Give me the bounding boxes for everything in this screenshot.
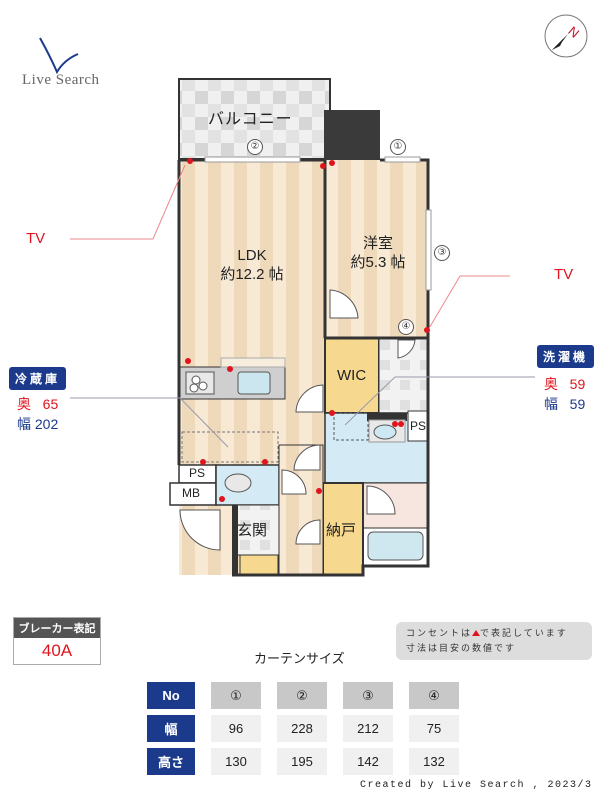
floor-plan <box>70 78 535 577</box>
outlet-triangle-icon <box>472 630 481 636</box>
outlet-marker <box>185 358 191 364</box>
height-cell: 195 <box>277 748 327 775</box>
ps-bottom-label: PS <box>189 466 206 480</box>
mb-label: MB <box>182 486 200 500</box>
breaker-title: ブレーカー表記 <box>14 618 100 638</box>
row-header-width: 幅 <box>147 715 195 742</box>
western-room-name: 洋室 <box>362 235 393 252</box>
ldk-size: 約12.2 帖 <box>220 266 284 283</box>
window-marker-4: ④ <box>398 319 414 335</box>
outlet-marker <box>398 421 404 427</box>
fridge-width: 幅 202 <box>17 416 59 432</box>
ldk-name: LDK <box>237 247 267 264</box>
note-text: で表記しています <box>480 628 568 638</box>
width-cell: 75 <box>409 715 459 742</box>
fridge-spec: 奥 65 幅 202 <box>17 394 58 434</box>
outlet-marker <box>227 366 233 372</box>
ldk-label: LDK 約12.2 帖 <box>210 246 294 284</box>
table-row: No ① ② ③ ④ <box>147 682 459 709</box>
logo-mark-icon <box>39 37 79 75</box>
note-text: コンセントは <box>406 628 473 638</box>
outlet-marker <box>200 459 206 465</box>
curtain-size-table: No ① ② ③ ④ 幅 96 228 212 75 高さ 130 195 14… <box>131 676 475 781</box>
credit-text: Created by Live Search , 2023/3 <box>360 780 593 791</box>
curtain-title: カーテンサイズ <box>254 651 345 666</box>
outlet-marker <box>262 459 268 465</box>
tv-label-right: TV <box>554 266 574 283</box>
outlet-marker <box>424 327 430 333</box>
compass-icon: N <box>544 14 588 58</box>
row-header-no: No <box>147 682 195 709</box>
width-cell: 96 <box>211 715 261 742</box>
outlet-marker <box>329 410 335 416</box>
tv-label-left: TV <box>26 230 46 247</box>
fridge-tag: 冷蔵庫 <box>9 367 67 390</box>
note-line2: 寸法は目安の数値です <box>406 643 517 653</box>
western-room-size: 約5.3 帖 <box>350 254 406 271</box>
storage-label: 納戸 <box>326 522 357 539</box>
entrance-label: 玄関 <box>237 522 268 539</box>
western-room-label: 洋室 約5.3 帖 <box>338 234 418 272</box>
table-row: 高さ 130 195 142 132 <box>147 748 459 775</box>
washer-width: 幅 59 <box>544 396 586 412</box>
logo-text: Live Search <box>22 72 100 88</box>
breaker-value: 40A <box>41 641 73 660</box>
window-marker-1: ① <box>390 139 406 155</box>
window-marker-2: ② <box>247 139 263 155</box>
width-cell: 228 <box>277 715 327 742</box>
window-marker-3: ③ <box>434 245 450 261</box>
breaker-box: ブレーカー表記 40A <box>13 617 101 665</box>
outlet-marker <box>392 421 398 427</box>
outlet-marker <box>329 160 335 166</box>
height-cell: 132 <box>409 748 459 775</box>
height-cell: 130 <box>211 748 261 775</box>
height-cell: 142 <box>343 748 393 775</box>
outlet-marker <box>187 158 193 164</box>
no-cell: ③ <box>343 682 393 709</box>
washer-tag: 洗濯機 <box>537 345 595 368</box>
ps-top-label: PS <box>410 419 427 433</box>
outlet-marker <box>219 496 225 502</box>
legend-note: コンセントはで表記しています 寸法は目安の数値です <box>396 622 592 660</box>
wic-label: WIC <box>337 367 367 384</box>
table-row: 幅 96 228 212 75 <box>147 715 459 742</box>
outlet-marker <box>320 163 326 169</box>
width-cell: 212 <box>343 715 393 742</box>
fridge-depth: 奥 65 <box>17 396 59 412</box>
no-cell: ④ <box>409 682 459 709</box>
no-cell: ① <box>211 682 261 709</box>
row-header-height: 高さ <box>147 748 195 775</box>
outlet-marker <box>316 488 322 494</box>
no-cell: ② <box>277 682 327 709</box>
washer-depth: 奥 59 <box>544 376 586 392</box>
washer-spec: 奥 59 幅 59 <box>544 374 585 414</box>
balcony-label: バルコニー <box>208 111 293 128</box>
